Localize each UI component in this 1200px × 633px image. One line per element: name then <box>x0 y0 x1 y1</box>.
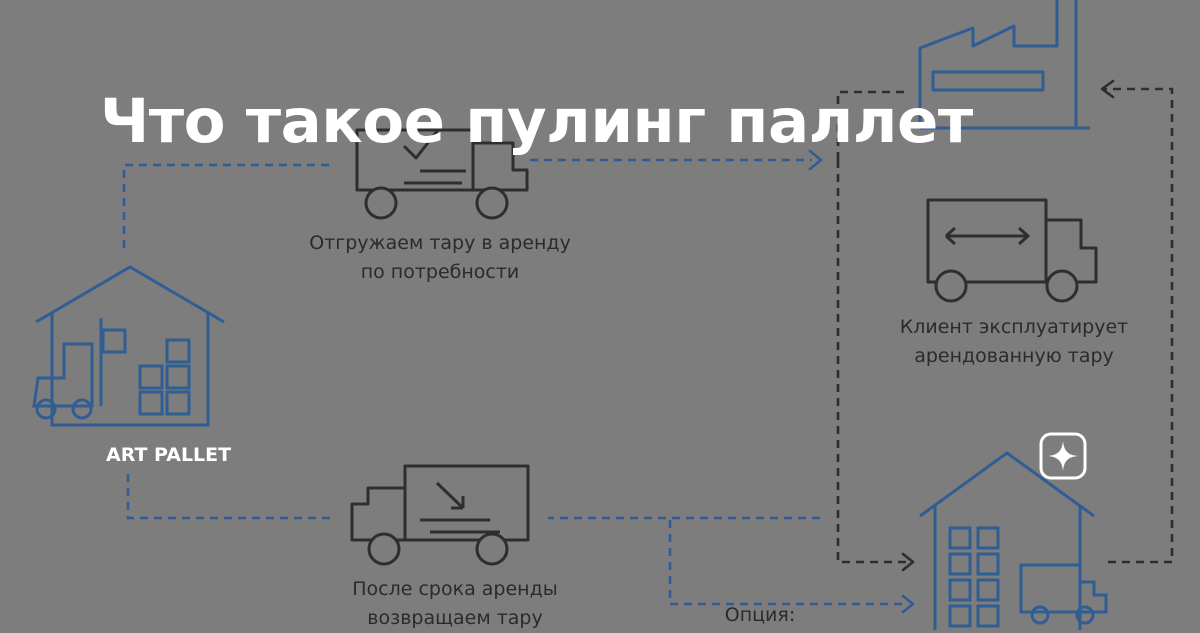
warehouse-roof <box>35 265 225 427</box>
star-icon[interactable] <box>1039 432 1087 480</box>
page-title: Что такое пулинг паллет <box>100 86 973 157</box>
step-use-line-1: Клиент эксплуатирует <box>899 316 1129 338</box>
step-ship-label: Отгружаем тару в аренду по потребности <box>290 229 590 287</box>
step-use-line-2: арендованную тару <box>914 345 1114 367</box>
warehouse-box <box>138 364 164 390</box>
brand-label: ART PALLET <box>106 444 232 466</box>
forklift-icon <box>32 342 94 420</box>
step-option-line-1: Опция: <box>724 604 796 626</box>
arrowhead-option <box>901 594 915 614</box>
step-return-line-2: возвращаем тару <box>367 607 543 629</box>
factory-icon <box>918 0 1090 130</box>
warehouse-box <box>165 338 191 364</box>
arrowhead-ship-to-client <box>808 149 823 171</box>
warehouse-box <box>138 390 164 416</box>
step-ship-line-2: по потребности <box>360 261 520 283</box>
warehouse-box <box>101 328 127 354</box>
truck-icon <box>355 128 529 220</box>
arrowhead-client-bottom <box>901 552 915 572</box>
warehouse-icon <box>35 265 225 427</box>
step-ship-line-1: Отгружаем тару в аренду <box>309 232 571 254</box>
forklift-icon <box>1019 563 1108 625</box>
arrow-option-branch <box>668 520 908 606</box>
step-return-label: После срока аренды возвращаем тару <box>310 575 600 633</box>
truck-icon <box>926 198 1098 303</box>
arrow-client-column <box>836 90 908 564</box>
step-option-label: Опция: <box>700 601 820 630</box>
arrow-return-to-warehouse <box>126 468 820 520</box>
arrow-return-loop <box>1104 87 1174 564</box>
truck-icon <box>350 464 530 566</box>
arrow-heads <box>808 79 1115 614</box>
warehouse-box <box>165 390 191 416</box>
warehouse-box <box>165 364 191 390</box>
step-use-label: Клиент эксплуатирует арендованную тару <box>876 313 1152 371</box>
flow-arrows <box>122 87 1174 606</box>
step-return-line-1: После срока аренды <box>352 578 558 600</box>
arrowhead-return-to-factory <box>1100 79 1115 99</box>
